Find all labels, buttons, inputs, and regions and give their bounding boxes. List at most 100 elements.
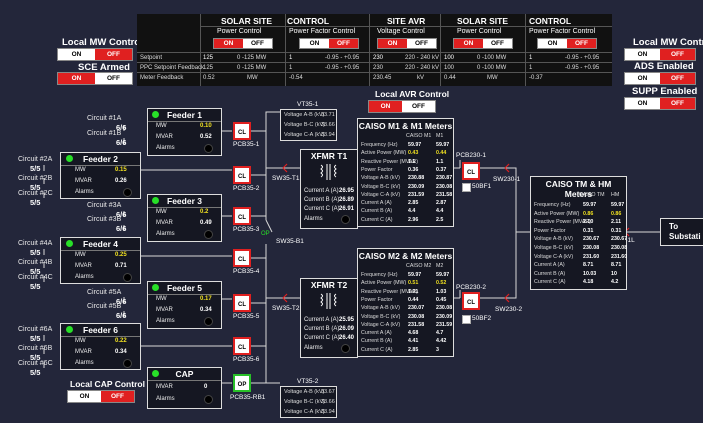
off-option[interactable]: OFF bbox=[660, 98, 695, 109]
xfmr-t2-panel[interactable]: XFMR T2 Current A (A) 25.95 Current B (A… bbox=[300, 278, 358, 358]
to-substation-box[interactable]: To Substati bbox=[660, 218, 703, 246]
on-option[interactable]: ON bbox=[214, 39, 243, 48]
cell[interactable]: 125 bbox=[203, 55, 214, 61]
setpoint-row: Setpoint 125 0 -125 MW 1 -0.95 - +0.95 2… bbox=[137, 53, 612, 63]
sce-armed-toggle[interactable]: ON OFF bbox=[57, 72, 133, 85]
on-option[interactable]: ON bbox=[300, 39, 329, 48]
breaker-pcb35-6[interactable]: CL bbox=[233, 337, 251, 355]
switch-label[interactable]: SW35-B1 bbox=[276, 238, 304, 245]
on-option[interactable]: ON bbox=[538, 39, 567, 48]
pf-control-1-toggle[interactable]: ON OFF bbox=[299, 38, 359, 49]
current-label: Current B (A) bbox=[304, 197, 340, 203]
meter-row-value: 230.08 bbox=[611, 245, 628, 251]
mw-label: MW bbox=[156, 123, 167, 129]
xfmr-t1-panel[interactable]: XFMR T1 Current A (A) 26.95 Current B (A… bbox=[300, 149, 358, 229]
meter-row-value: 59.97 bbox=[583, 202, 597, 208]
on-option[interactable]: ON bbox=[369, 101, 402, 112]
meter-row-value: 4.68 bbox=[408, 330, 419, 337]
meter-row-value: 59.97 bbox=[408, 272, 422, 278]
breaker-pcb35-3[interactable]: CL bbox=[233, 207, 251, 225]
breaker-pcb35-rb1[interactable]: OP bbox=[233, 374, 251, 392]
cell[interactable]: 1 bbox=[529, 55, 533, 61]
feeder-5-panel[interactable]: Feeder 5 MW 0.17 MVAR 0.34 Alarms bbox=[147, 281, 222, 329]
cell: -0.54 bbox=[289, 75, 303, 81]
off-option[interactable]: OFF bbox=[660, 49, 695, 60]
cap-panel[interactable]: CAP MVAR 0 Alarms bbox=[147, 367, 222, 409]
ppc-feedback-row: PPC Setpoint Feedback 125 0 -125 MW 1 -0… bbox=[137, 63, 612, 73]
local-avr-control-toggle[interactable]: ON OFF bbox=[368, 100, 436, 113]
breaker-pcb230-1[interactable]: CL bbox=[462, 162, 480, 180]
meter-row-value: 231.60 bbox=[583, 253, 600, 260]
breaker-pcb35-5[interactable]: CL bbox=[233, 294, 251, 312]
local-mw-control-right-toggle[interactable]: ON OFF bbox=[624, 48, 696, 61]
feeder-3-panel[interactable]: Feeder 3 MW 0.2 MVAR 0.49 Alarms bbox=[147, 194, 222, 242]
on-option[interactable]: ON bbox=[625, 73, 660, 84]
local-cap-control-toggle[interactable]: ON OFF bbox=[67, 390, 135, 403]
current-value: 26.91 bbox=[339, 206, 355, 212]
meter-row-value: 230.09 bbox=[436, 313, 453, 320]
meter-row-label: Power Factor bbox=[361, 166, 393, 173]
row-label: Meter Feedback bbox=[140, 75, 184, 81]
off-option[interactable]: OFF bbox=[95, 49, 132, 60]
power-control-1-toggle[interactable]: ON OFF bbox=[213, 38, 273, 49]
feeder-2-panel[interactable]: Feeder 2 MW 0.15 MVAR 0.26 Alarms bbox=[60, 152, 141, 199]
meter-row-label: Frequency (Hz) bbox=[534, 202, 571, 208]
breaker-pcb35-1[interactable]: CL bbox=[233, 122, 251, 140]
breaker-pcb230-2[interactable]: CL bbox=[462, 292, 480, 310]
row-label: Setpoint bbox=[140, 55, 163, 61]
off-option[interactable]: OFF bbox=[95, 73, 132, 84]
on-option[interactable]: ON bbox=[625, 49, 660, 60]
off-option[interactable]: OFF bbox=[407, 39, 436, 48]
on-option[interactable]: ON bbox=[68, 391, 101, 402]
on-option[interactable]: ON bbox=[58, 49, 95, 60]
mvar-value: 0.71 bbox=[115, 263, 127, 269]
circuit-label: Circuit #1A bbox=[87, 115, 122, 122]
feeder-6-panel[interactable]: Feeder 6 MW 0.22 MVAR 0.34 Alarms bbox=[60, 323, 141, 370]
power-control-2-toggle[interactable]: ON OFF bbox=[453, 38, 513, 49]
status-indicator bbox=[66, 240, 73, 247]
breaker-label: PCB35-2 bbox=[233, 185, 260, 192]
local-mw-control-left-toggle[interactable]: ON OFF bbox=[57, 48, 133, 61]
cell: -0.95 - +0.95 bbox=[565, 55, 600, 61]
feeder-4-panel[interactable]: Feeder 4 MW 0.25 MVAR 0.71 Alarms bbox=[60, 237, 141, 284]
local-cap-control-label: Local CAP Control bbox=[70, 379, 145, 389]
vt-row-label: Voltage C-A (kV) bbox=[284, 409, 325, 415]
off-option[interactable]: OFF bbox=[101, 391, 134, 402]
on-option[interactable]: ON bbox=[58, 73, 95, 84]
circuit-label: Circuit #6C bbox=[18, 360, 53, 367]
breaker-pcb35-4[interactable]: CL bbox=[233, 249, 251, 267]
off-option[interactable]: OFF bbox=[483, 39, 512, 48]
voltage-control-toggle[interactable]: ON OFF bbox=[377, 38, 437, 49]
cell[interactable]: 1 bbox=[289, 55, 293, 61]
off-option[interactable]: OFF bbox=[567, 39, 596, 48]
meter-row-value: 2.87 bbox=[436, 200, 447, 207]
on-option[interactable]: ON bbox=[378, 39, 407, 48]
meter-row-label: Current B (A) bbox=[534, 270, 566, 277]
cell[interactable]: 230 bbox=[373, 55, 384, 61]
supp-enabled-toggle[interactable]: ON OFF bbox=[624, 97, 696, 110]
off-option[interactable]: OFF bbox=[329, 39, 358, 48]
feeder-1-panel[interactable]: Feeder 1 MW 0.10 MVAR 0.52 Alarms bbox=[147, 108, 222, 156]
off-option[interactable]: OFF bbox=[660, 73, 695, 84]
off-option[interactable]: OFF bbox=[243, 39, 272, 48]
cell[interactable]: 100 bbox=[444, 55, 455, 61]
alarm-indicator bbox=[123, 273, 132, 282]
breaker-pcb35-2[interactable]: CL bbox=[233, 166, 251, 184]
on-option[interactable]: ON bbox=[454, 39, 483, 48]
power-control-1-label: Power Control bbox=[217, 28, 262, 35]
ads-enabled-toggle[interactable]: ON OFF bbox=[624, 72, 696, 85]
meter-row-value: 0.31 bbox=[583, 227, 594, 234]
current-label: Current B (A) bbox=[304, 326, 340, 332]
pf-control-2-toggle[interactable]: ON OFF bbox=[537, 38, 597, 49]
off-option[interactable]: OFF bbox=[402, 101, 435, 112]
on-option[interactable]: ON bbox=[625, 98, 660, 109]
cell: 0 -125 MW bbox=[237, 55, 267, 61]
header-site-avr: SITE AVR bbox=[387, 16, 426, 26]
